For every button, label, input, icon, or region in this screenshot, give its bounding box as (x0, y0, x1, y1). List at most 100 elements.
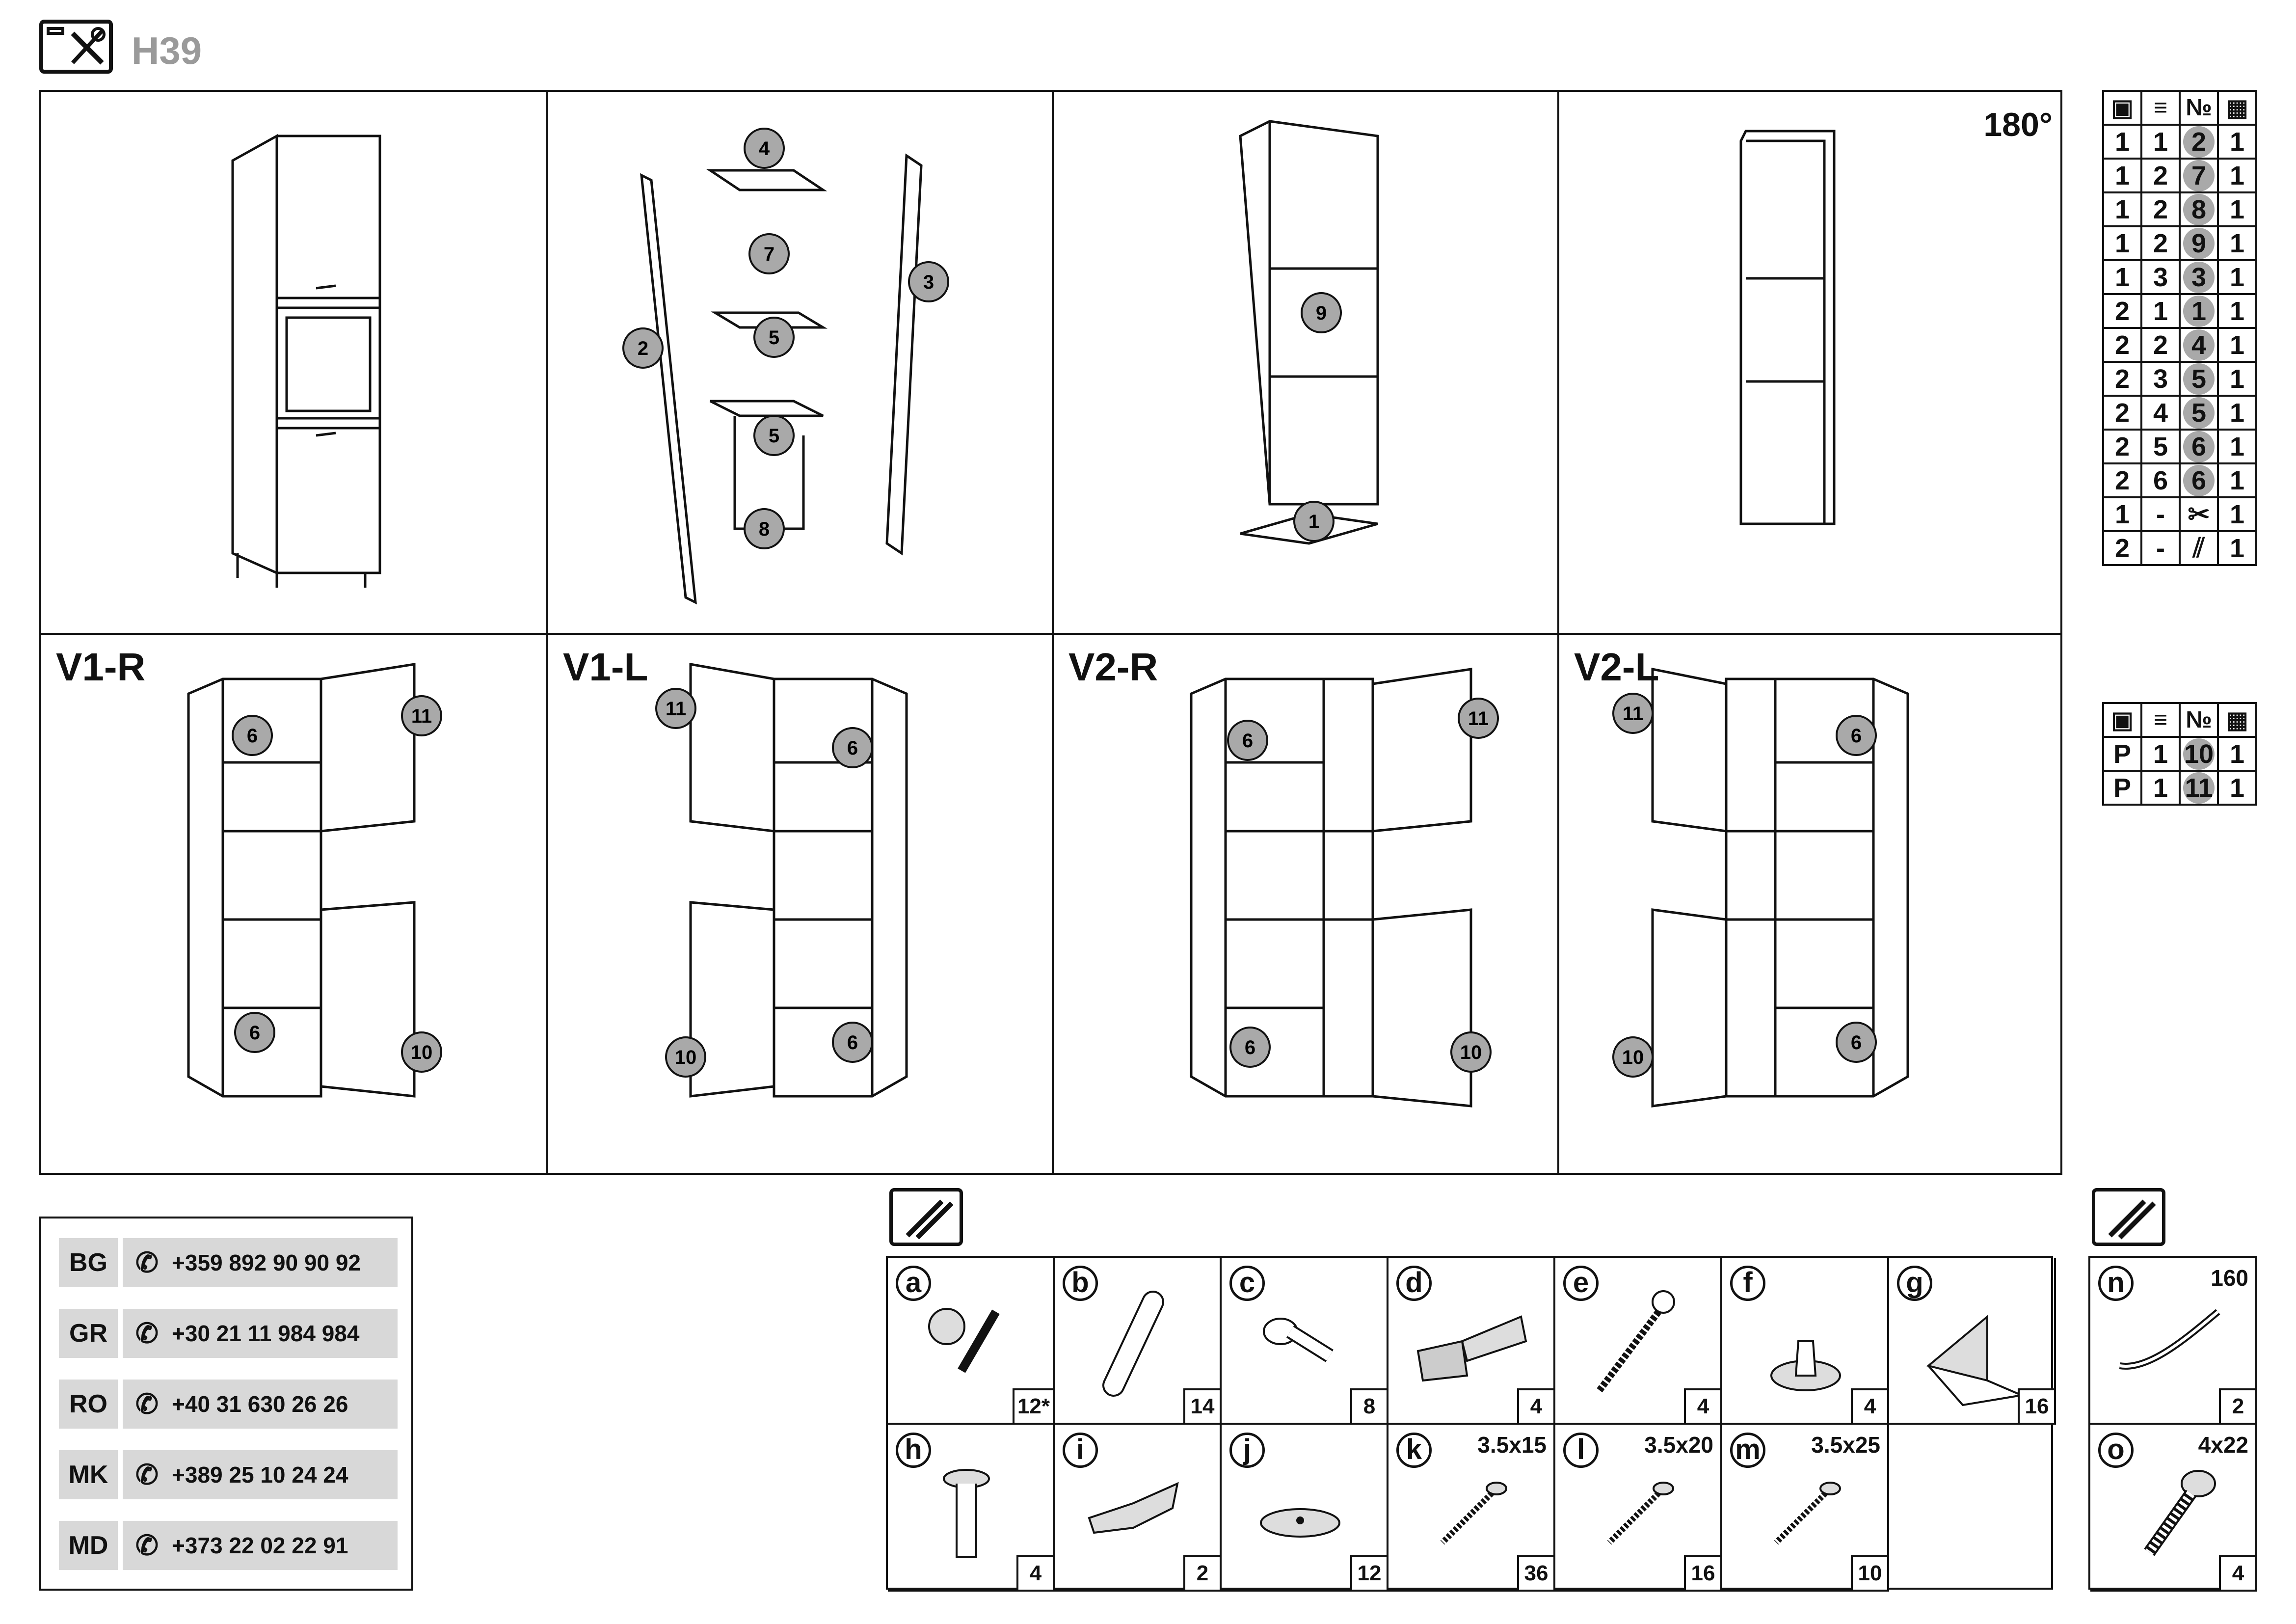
phone-number[interactable]: ✆+30 21 11 984 984 (123, 1309, 398, 1358)
part-number: 7 (2179, 158, 2219, 193)
variant-label: V2-L (1574, 645, 1659, 689)
hardware-quantity: 4 (1684, 1388, 1722, 1425)
parts-cell: 1 (2217, 124, 2257, 160)
phone-number[interactable]: ✆+359 892 90 90 92 (123, 1238, 398, 1287)
tools-icon (39, 20, 113, 74)
phone-row: MD✆+373 22 02 22 91 (59, 1521, 398, 1570)
parts-cell: 1 (2217, 225, 2257, 261)
parts-cell: 2 (2102, 361, 2142, 397)
parts-cell: 1 (2102, 124, 2142, 160)
parts-cell: 2 (2102, 429, 2142, 464)
svg-text:6: 6 (847, 1032, 858, 1054)
parts-cell: 1 (2102, 158, 2142, 193)
country-code: RO (59, 1380, 118, 1429)
parts-cell: 1 (2217, 496, 2257, 532)
parts-cell: 1 (2217, 361, 2257, 397)
hardware-quantity: 16 (2018, 1388, 2056, 1425)
hardware-letter: l (1563, 1433, 1599, 1468)
svg-text:3: 3 (923, 271, 934, 293)
number-header: № (2179, 702, 2219, 738)
parts-cell: 1 (2217, 293, 2257, 329)
part-number: 4 (2179, 327, 2219, 363)
hardware-quantity: 10 (1851, 1555, 1889, 1592)
svg-text:6: 6 (249, 1022, 260, 1044)
step-finished-cabinet (41, 92, 548, 635)
model-code: H39 (132, 29, 202, 72)
part-number: 1 (2179, 293, 2219, 329)
parts-cell: 2 (2102, 530, 2142, 566)
svg-text:10: 10 (1460, 1042, 1482, 1063)
hardware-letter: a (896, 1266, 931, 1301)
parts-cell: 1 (2217, 158, 2257, 193)
parts-cell: - (2140, 496, 2181, 532)
hardware-quantity: 4 (2219, 1555, 2257, 1592)
corner-bracket-icon (1926, 1314, 2026, 1407)
doors-cell: P (2102, 736, 2142, 772)
svg-text:11: 11 (666, 698, 686, 720)
phone-row: GR✆+30 21 11 984 984 (59, 1309, 398, 1358)
phone-number[interactable]: ✆+40 31 630 26 26 (123, 1380, 398, 1429)
parts-cell: 2 (2102, 395, 2142, 431)
parts-cell: 2 (2140, 158, 2181, 193)
disc-icon (1260, 1508, 1340, 1538)
hardware-item-g: g 16 (1889, 1258, 2056, 1425)
svg-text:7: 7 (764, 244, 774, 265)
phone-icon: ✆ (135, 1247, 159, 1278)
variant-v1-l: V1-L 6 6 11 10 (548, 635, 1054, 1175)
svg-text:2: 2 (638, 338, 648, 359)
svg-text:5: 5 (769, 327, 779, 349)
parts-cell: 1 (2217, 530, 2257, 566)
hardware-quantity: 14 (1183, 1388, 1222, 1425)
screw-icon (1607, 1482, 1674, 1545)
country-code: MK (59, 1450, 118, 1499)
parts-cell: 1 (2217, 395, 2257, 431)
stack-icon: ≡ (2140, 90, 2181, 126)
step-shelves-base: 9 1 (1054, 92, 1559, 635)
parts-cell: 2 (2102, 462, 2142, 498)
parts-cell: 6 (2140, 462, 2181, 498)
variant-v2-l: V2-L 6 6 11 10 (1559, 635, 2062, 1175)
phone-number[interactable]: ✆+389 25 10 24 24 (123, 1450, 398, 1499)
glide-icon (1770, 1340, 1841, 1391)
svg-text:5: 5 (769, 425, 779, 447)
part-number: 8 (2179, 191, 2219, 227)
hardware-icon: ⫽ (2179, 530, 2219, 566)
variant-label: V2-R (1068, 645, 1158, 689)
parts-cell: 1 (2140, 293, 2181, 329)
hardware-letter: j (1229, 1433, 1265, 1468)
variant-label: V1-R (56, 645, 146, 689)
rotate-label: 180° (1983, 106, 2053, 143)
parts-cell: 2 (2140, 191, 2181, 227)
hardware-letter: d (1396, 1266, 1432, 1301)
screw-icon (1440, 1482, 1507, 1545)
variant-v1-r: V1-R 6 6 11 10 (41, 635, 548, 1175)
parts-cell: 2 (2140, 327, 2181, 363)
number-header: № (2179, 90, 2219, 126)
svg-text:6: 6 (247, 725, 258, 747)
parts-cell: 1 (2140, 124, 2181, 160)
parts-cell: - (2140, 530, 2181, 566)
box-icon: ▣ (2102, 90, 2142, 126)
quantity-icon: ▦ (2217, 90, 2257, 126)
doors-cell: 1 (2217, 736, 2257, 772)
phone-icon: ✆ (135, 1388, 159, 1419)
hardware-letter: i (1063, 1433, 1098, 1468)
parts-cell: 5 (2140, 429, 2181, 464)
hardware-size: 4x22 (2198, 1432, 2248, 1458)
phone-row: RO✆+40 31 630 26 26 (59, 1380, 398, 1429)
confirmat-screw-icon (1597, 1290, 1675, 1393)
hardware-quantity: 16 (1684, 1555, 1722, 1592)
phone-number[interactable]: ✆+373 22 02 22 91 (123, 1521, 398, 1570)
svg-text:11: 11 (411, 705, 432, 727)
hardware-letter: g (1897, 1266, 1932, 1301)
svg-text:9: 9 (1316, 302, 1327, 324)
